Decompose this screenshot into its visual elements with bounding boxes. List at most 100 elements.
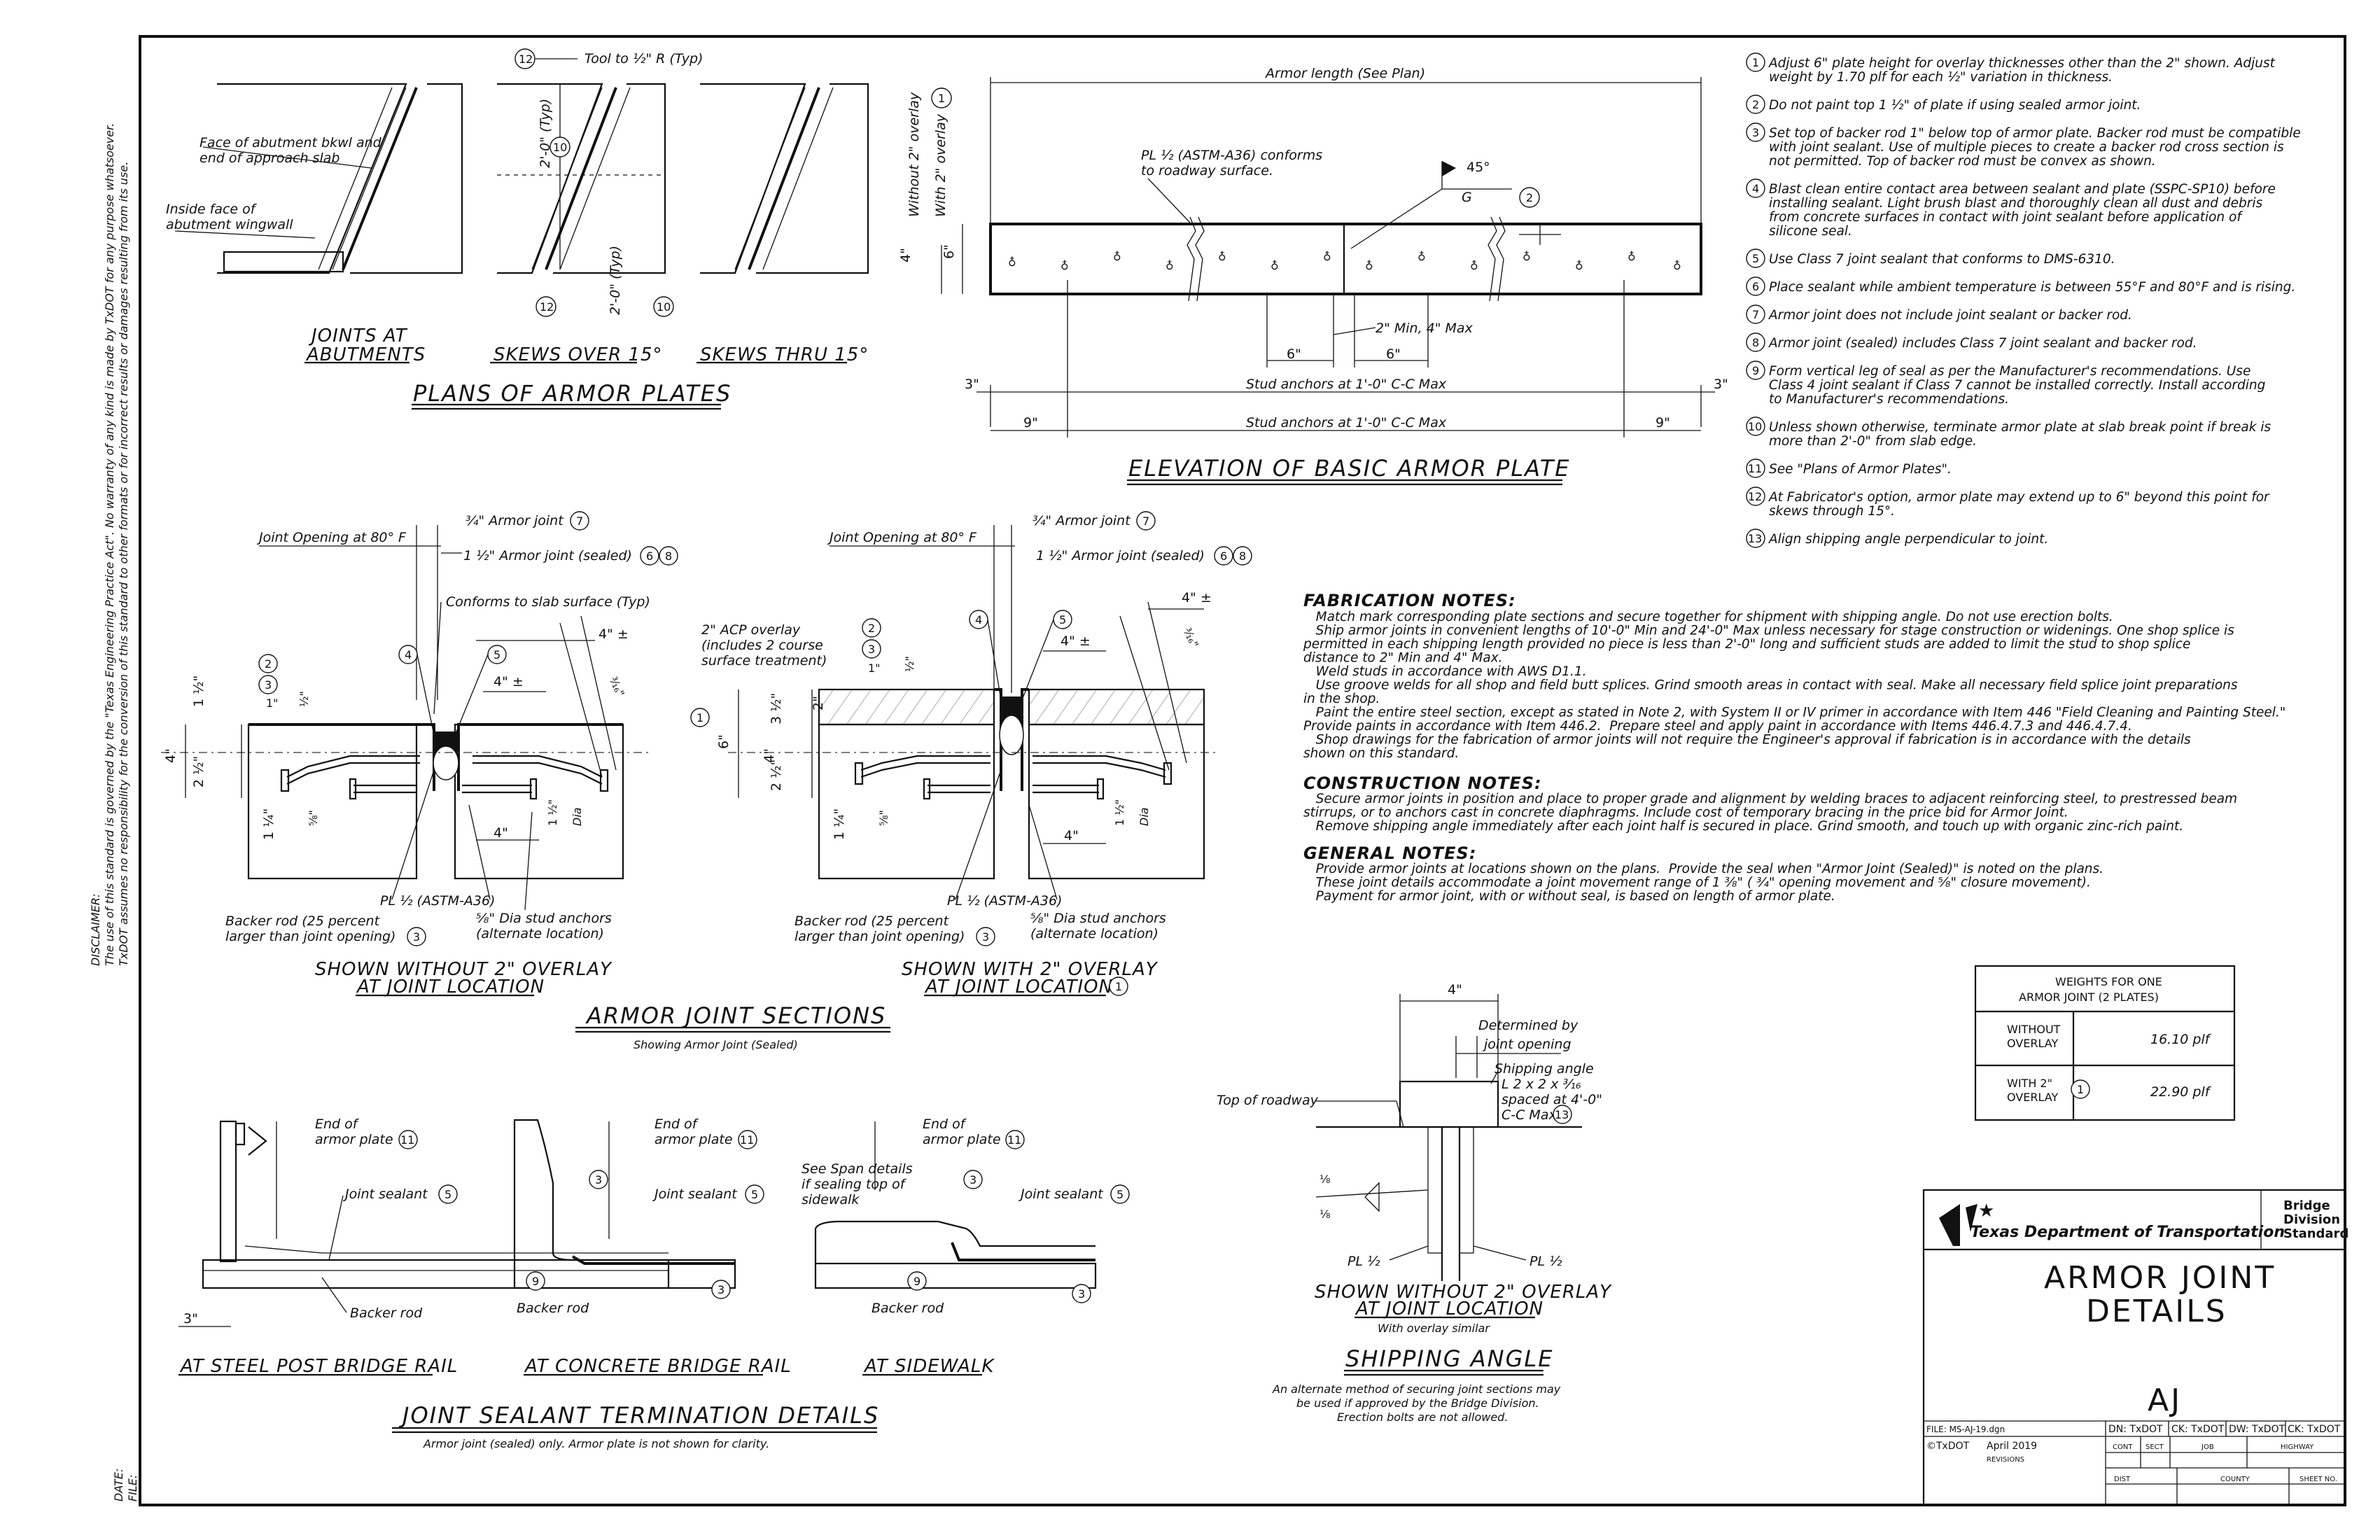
acp-1: 2" ACP overlay	[701, 622, 801, 638]
four-v-left: 4"	[163, 748, 178, 763]
steel-post-detail: End of armor plate 11 Joint sealant 5 Ba…	[178, 1116, 670, 1377]
note-line: installing sealant. Light brush blast an…	[1769, 196, 2263, 211]
pl-left: PL ½ (ASTM-A36)	[380, 893, 495, 909]
determined-2: joint opening	[1482, 1037, 1572, 1052]
tb-sect: SECT	[2146, 1443, 2164, 1451]
joint-sealant-termination: End of armor plate 11 Joint sealant 5 Ba…	[178, 1116, 1130, 1450]
svg-text:♁: ♁	[1113, 250, 1121, 263]
angle-1: Shipping angle	[1494, 1061, 1594, 1077]
svg-text:4: 4	[405, 648, 412, 662]
note-line: silicone seal.	[1769, 224, 1852, 239]
division-2: Division	[2283, 1212, 2340, 1227]
callout-12-b: 12	[540, 300, 554, 314]
date-file-labels: DATE: FILE:	[112, 1469, 139, 1502]
three-half-right: 3 ½"	[769, 693, 784, 724]
note-line: not permitted. Top of backer rod must be…	[1769, 154, 2156, 169]
min-max: 2" Min, 4" Max	[1376, 321, 1474, 336]
callout-12-a: 12	[519, 52, 533, 66]
note-number: 8	[1752, 336, 1759, 349]
note-number: 3	[1752, 126, 1759, 139]
tb-copyright: ©TxDOT	[1926, 1441, 1970, 1452]
half-right: ½"	[903, 656, 916, 672]
studs-right-2: (alternate location)	[1030, 926, 1158, 941]
note-number: 4	[1752, 182, 1759, 195]
pl-note-line2: to roadway surface.	[1141, 163, 1273, 178]
svg-text:♁: ♁	[1270, 259, 1279, 272]
svg-text:9: 9	[532, 1275, 539, 1288]
fabrication-line: distance to 2" Min and 4" Max.	[1303, 651, 1503, 666]
tb-file: FILE: MS-AJ-19.dgn	[1926, 1424, 2005, 1434]
backer-sw: Backer rod	[872, 1301, 944, 1316]
sidewalk-detail: End of armor plate 11 See Span details i…	[802, 1116, 1130, 1377]
sections-title: ARMOR JOINT SECTIONS	[585, 1002, 886, 1029]
studs-right-1: ⅝" Dia stud anchors	[1030, 911, 1166, 926]
elevation-basic-armor-plate: Armor length (See Plan) ♁♁ ♁♁ ♁♁ ♁♁ ♁♁ ♁…	[898, 66, 1728, 486]
five-eighth-left: ⅝"	[307, 810, 320, 826]
svg-text:6: 6	[1220, 550, 1227, 563]
section-with-overlay: Joint Opening at 80° F ¾" Armor joint 7 …	[690, 511, 1252, 997]
svg-text:6: 6	[646, 550, 653, 563]
half-left: ½"	[298, 691, 311, 707]
316-right: ³⁄₁₆"	[1180, 626, 1201, 650]
plan-detail-skews-over: 2'-0" (Typ) 2'-0" (Typ) 12 10 12 10 Tool…	[490, 48, 703, 365]
note-number: 7	[1752, 308, 1759, 321]
svg-text:♁: ♁	[1008, 255, 1016, 269]
one-half-left: 1 ½"	[191, 676, 206, 707]
ship-alt-1: An alternate method of securing joint se…	[1272, 1382, 1561, 1396]
svg-text:3: 3	[969, 1173, 976, 1186]
tb-date: April 2019	[1987, 1441, 2037, 1452]
svg-text:3: 3	[265, 678, 272, 692]
construction-line: Remove shipping angle immediately after …	[1303, 819, 2183, 834]
right-title-2: AT JOINT LOCATION	[924, 976, 1113, 997]
svg-text:♁: ♁	[1575, 259, 1583, 272]
tb-county: COUNTY	[2220, 1476, 2250, 1483]
sections-subtitle: Showing Armor Joint (Sealed)	[634, 1038, 798, 1051]
armor-34-right: ¾" Armor joint	[1032, 513, 1131, 528]
316-left: ³⁄₁₆"	[606, 675, 627, 699]
svg-text:13: 13	[1555, 1108, 1569, 1121]
tb-ck2: CK: TxDOT	[2288, 1424, 2341, 1435]
two-half-left: 2 ½"	[191, 756, 206, 788]
tb-cont: CONT	[2113, 1443, 2133, 1451]
note-line: Place sealant while ambient temperature …	[1769, 280, 2295, 295]
see-span-3: sidewalk	[802, 1192, 860, 1208]
ship-similar: With overlay similar	[1378, 1322, 1490, 1335]
armor-34-left: ¾" Armor joint	[465, 513, 564, 528]
four-left: 4"	[493, 825, 508, 841]
armor-joint-sections: Joint Opening at 80° F ¾" Armor joint 7 …	[161, 511, 1252, 1051]
note-line: Unless shown otherwise, terminate armor …	[1769, 420, 2271, 435]
inside-face-line2: abutment wingwall	[166, 217, 293, 232]
svg-text:4: 4	[975, 613, 982, 626]
weights-row2-label-1: WITH 2"	[2007, 1077, 2052, 1090]
fabrication-line: Ship armor joints in convenient lengths …	[1303, 624, 2234, 638]
joint-opening-left: Joint Opening at 80° F	[256, 530, 407, 545]
svg-text:5: 5	[751, 1188, 758, 1201]
sealant-conc: Joint sealant	[652, 1186, 738, 1202]
dim-2-0-typ-b: 2'-0" (Typ)	[608, 246, 623, 315]
inside-face-line1: Inside face of	[166, 202, 258, 217]
svg-text:♁: ♁	[1323, 250, 1331, 263]
ship-four: 4"	[1448, 982, 1462, 997]
construction-heading: CONSTRUCTION NOTES:	[1303, 774, 1542, 793]
one-quarter-right: 1 ¼"	[832, 808, 847, 840]
disclaimer: DISCLAIMER: The use of this standard is …	[89, 123, 130, 966]
elevation-title: ELEVATION OF BASIC ARMOR PLATE	[1128, 455, 1570, 482]
four-right: 4"	[1064, 828, 1079, 844]
note-number: 9	[1752, 364, 1759, 377]
weights-title-2: ARMOR JOINT (2 PLATES)	[2019, 990, 2159, 1004]
backer-conc: Backer rod	[517, 1301, 589, 1316]
svg-text:♁: ♁	[1628, 250, 1636, 263]
determined-1: Determined by	[1478, 1018, 1578, 1033]
txdot-logo: ★	[1939, 1200, 1994, 1246]
general-notes: GENERAL NOTES: Provide armor joints at l…	[1303, 844, 2104, 904]
general-line: Payment for armor joint, with or without…	[1303, 889, 1835, 904]
five-eighth-right: ⅝"	[877, 810, 890, 826]
pl-note-line1: PL ½ (ASTM-A36) conforms	[1141, 148, 1322, 163]
note-number: 11	[1748, 462, 1762, 475]
term-sub1: AT STEEL POST BRIDGE RAIL	[179, 1356, 458, 1377]
svg-text:3: 3	[1078, 1287, 1085, 1301]
